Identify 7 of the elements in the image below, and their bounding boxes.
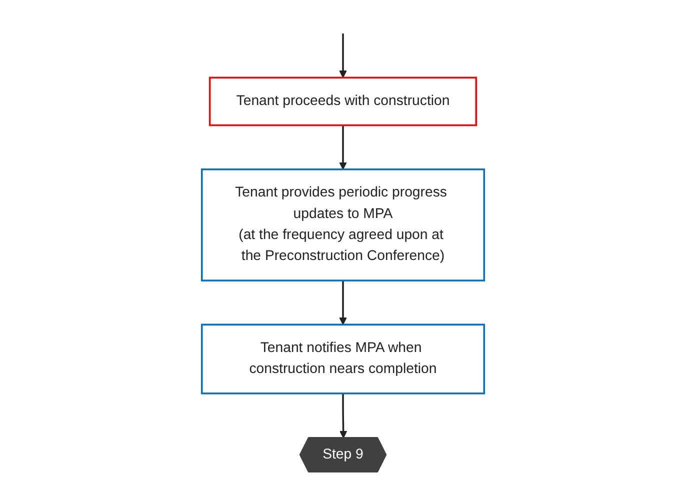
node-box: Tenant proceeds with construction	[208, 76, 478, 126]
arrow	[339, 280, 347, 325]
node-box: Tenant provides periodic progress updates to MPA (at the frequency agreed upon at the Preconstruction Conference)	[200, 168, 486, 282]
arrow	[339, 125, 347, 170]
arrow	[339, 393, 348, 438]
node-box: Tenant notifies MPA when construction nears completion	[200, 324, 486, 394]
arrow	[339, 34, 347, 78]
